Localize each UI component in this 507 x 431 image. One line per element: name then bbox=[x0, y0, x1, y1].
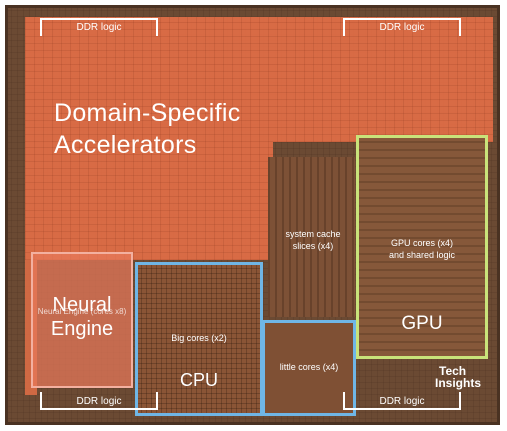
little-cores-label: little cores (x4) bbox=[279, 362, 339, 372]
gpu-cores-line2: and shared logic bbox=[388, 250, 456, 260]
system-cache-line2: slices (x4) bbox=[292, 241, 334, 251]
ddr-label: DDR logic bbox=[76, 22, 122, 33]
logo-line2: Insights bbox=[435, 376, 482, 390]
cpu-block bbox=[135, 262, 263, 416]
big-cores-label: Big cores (x2) bbox=[171, 333, 227, 343]
gpu-label: GPU bbox=[401, 313, 443, 334]
little-cores-block bbox=[262, 320, 356, 416]
system-cache-label: system cache slices (x4) bbox=[280, 228, 346, 252]
gpu-area bbox=[357, 137, 485, 359]
neural-engine-block bbox=[31, 252, 133, 388]
accelerator-region-middle bbox=[25, 142, 273, 260]
techinsights-logo: Tech Insights bbox=[435, 364, 481, 389]
ddr-logic-top-left: DDR logic bbox=[40, 18, 158, 36]
logo-line1: Tech bbox=[439, 364, 467, 378]
ddr-logic-top-right: DDR logic bbox=[343, 18, 461, 36]
cpu-label: CPU bbox=[179, 370, 218, 390]
gpu-block bbox=[356, 135, 488, 359]
gpu-cores-label: GPU cores (x4) and shared logic bbox=[358, 237, 486, 261]
gpu-cores-line1: GPU cores (x4) bbox=[390, 238, 453, 248]
ddr-label: DDR logic bbox=[76, 396, 122, 407]
system-cache-line1: system cache bbox=[285, 229, 341, 239]
ddr-label: DDR logic bbox=[379, 22, 425, 33]
ddr-logic-bottom-right: DDR logic bbox=[343, 392, 461, 410]
accelerators-title: Domain-Specific Accelerators bbox=[54, 99, 241, 159]
neural-engine-label: Neural Engine bbox=[50, 294, 114, 340]
neural-engine-sublabel: Neural Engine (cores x8) bbox=[37, 307, 127, 316]
cpu-area bbox=[136, 263, 262, 414]
ddr-label: DDR logic bbox=[379, 396, 425, 407]
accelerator-region-top bbox=[25, 17, 493, 142]
system-cache-area bbox=[268, 157, 355, 317]
ddr-logic-bottom-left: DDR logic bbox=[40, 392, 158, 410]
